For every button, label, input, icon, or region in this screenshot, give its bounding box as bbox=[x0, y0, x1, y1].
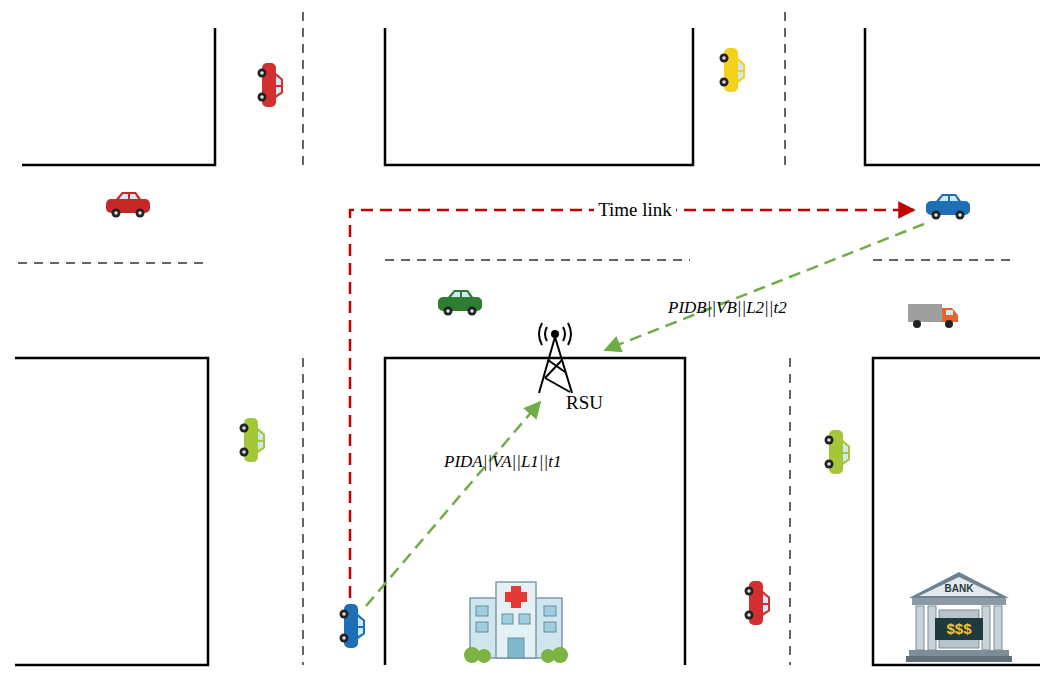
car-icon bbox=[106, 192, 150, 218]
car-icon bbox=[340, 604, 366, 648]
message-label: PIDB||VB||L2||t2 bbox=[668, 298, 787, 318]
bank-sign: BANK bbox=[906, 583, 1012, 595]
car-icon bbox=[438, 290, 482, 316]
time-link-label: Time link bbox=[594, 199, 676, 221]
message-arrow bbox=[366, 402, 540, 606]
message-arrow bbox=[605, 224, 924, 350]
truck-icon bbox=[908, 304, 958, 328]
car-icon bbox=[258, 63, 284, 107]
car-icon bbox=[240, 418, 266, 462]
hospital-icon bbox=[464, 582, 568, 663]
vehicles bbox=[106, 48, 970, 648]
rsu-label: RSU bbox=[566, 392, 607, 414]
message-label: PIDA||VA||L1||t1 bbox=[444, 452, 561, 472]
time-link-line bbox=[350, 210, 914, 598]
car-icon bbox=[926, 194, 970, 220]
rsu-tower bbox=[539, 323, 572, 393]
car-icon bbox=[745, 581, 771, 625]
car-icon bbox=[720, 48, 746, 92]
lane-markings bbox=[18, 12, 1012, 665]
rsu-node: RSU bbox=[566, 392, 607, 416]
car-icon bbox=[825, 430, 851, 474]
bank-plate-text: $$$ bbox=[906, 619, 1012, 639]
bank-node: BANK $$$ bbox=[906, 570, 1012, 664]
road-edges bbox=[15, 28, 1040, 665]
